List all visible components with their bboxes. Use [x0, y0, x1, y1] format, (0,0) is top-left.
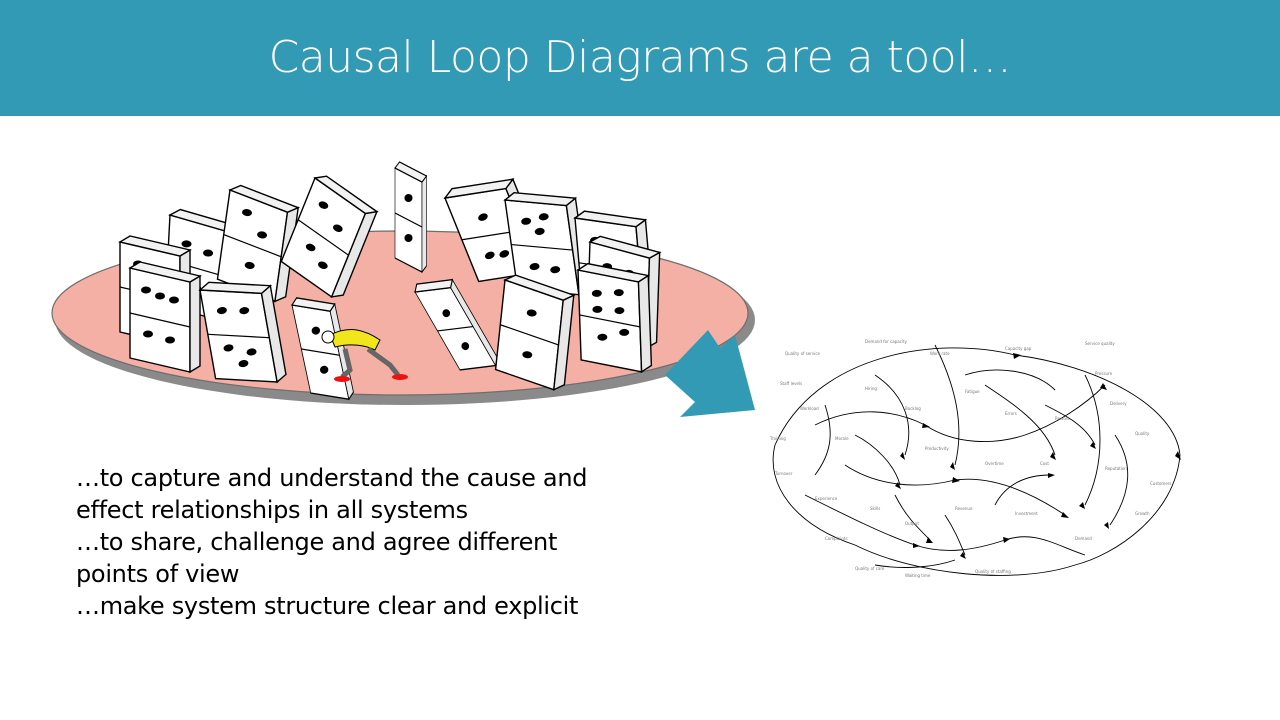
svg-text:Skills: Skills: [870, 506, 880, 511]
svg-text:Revenue: Revenue: [955, 506, 973, 511]
svg-text:Quality of care: Quality of care: [855, 566, 885, 571]
svg-text:Turnover: Turnover: [774, 471, 793, 476]
body-line-5: …make system structure clear and explici…: [76, 592, 579, 620]
svg-text:Cost: Cost: [1040, 461, 1049, 466]
svg-text:Morale: Morale: [835, 436, 849, 441]
svg-text:Quality of service: Quality of service: [785, 351, 821, 356]
svg-text:Workload: Workload: [800, 406, 819, 411]
title-bar: Causal Loop Diagrams are a tool…: [0, 0, 1280, 116]
pushing-figure: [321, 329, 408, 382]
svg-text:Quality of staffing: Quality of staffing: [975, 569, 1011, 574]
svg-text:Complaints: Complaints: [825, 536, 848, 541]
svg-text:Growth: Growth: [1135, 511, 1150, 516]
body-line-2: effect relationships in all systems: [76, 496, 468, 524]
svg-text:Backlog: Backlog: [905, 406, 921, 411]
svg-text:Demand: Demand: [1075, 536, 1092, 541]
body-line-1: …to capture and understand the cause and: [76, 464, 588, 492]
body-line-3: …to share, challenge and agree different: [76, 528, 558, 556]
causal-loop-diagram-sketch: Quality of service Demand for capacity W…: [769, 339, 1181, 578]
svg-text:Output: Output: [905, 521, 919, 526]
svg-text:Pressure: Pressure: [1095, 371, 1113, 376]
body-text: …to capture and understand the cause and…: [76, 462, 636, 622]
svg-text:Waiting time: Waiting time: [905, 573, 931, 578]
svg-text:Work rate: Work rate: [930, 351, 950, 356]
svg-text:Overtime: Overtime: [985, 461, 1004, 466]
svg-text:Training: Training: [769, 436, 786, 441]
svg-text:Fatigue: Fatigue: [965, 389, 980, 394]
svg-text:Customers: Customers: [1150, 481, 1172, 486]
body-line-4: points of view: [76, 560, 240, 588]
svg-text:Service quality: Service quality: [1085, 341, 1115, 346]
svg-text:Productivity: Productivity: [925, 446, 949, 451]
arrow-icon: [665, 330, 755, 417]
svg-text:Capacity gap: Capacity gap: [1005, 346, 1032, 351]
svg-text:Rework: Rework: [1055, 416, 1070, 421]
domino-circle-illustration: [51, 161, 755, 408]
svg-text:Hiring: Hiring: [865, 386, 877, 391]
svg-text:Demand for capacity: Demand for capacity: [865, 339, 908, 344]
svg-text:Reputation: Reputation: [1105, 466, 1127, 471]
svg-text:Investment: Investment: [1015, 511, 1038, 516]
svg-text:Staff levels: Staff levels: [780, 381, 802, 386]
svg-text:Quality: Quality: [1135, 431, 1150, 436]
svg-text:Experience: Experience: [815, 496, 838, 501]
svg-text:Delivery: Delivery: [1110, 401, 1127, 406]
svg-text:Errors: Errors: [1005, 411, 1017, 416]
slide-title: Causal Loop Diagrams are a tool…: [268, 32, 1012, 83]
